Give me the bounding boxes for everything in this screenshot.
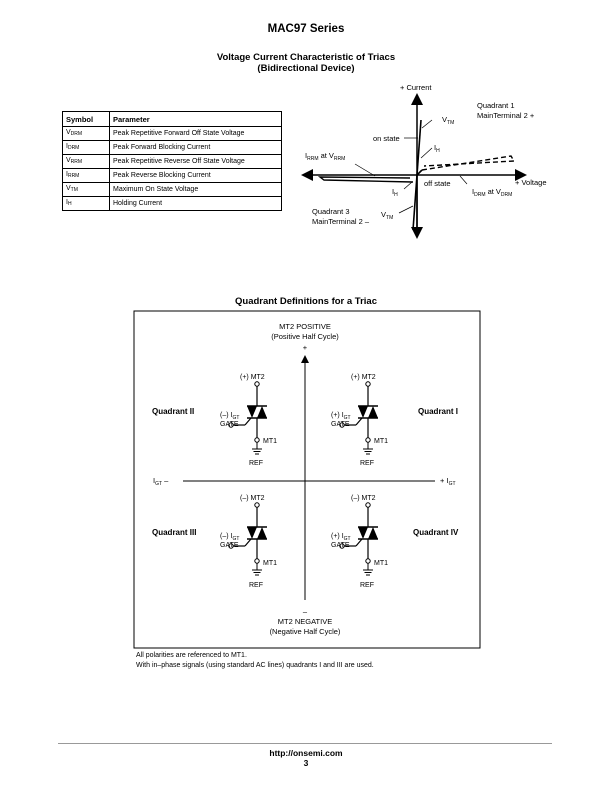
mt2-negative-sub: (Negative Half Cycle) [270, 627, 341, 636]
current-axis-label: + Current [400, 83, 432, 92]
igt-plus-label: + IGT [440, 476, 456, 487]
quadrant-frame [133, 310, 481, 649]
mt2-label: (–) MT2 [351, 495, 376, 502]
quadrant-3: Quadrant III (–) MT2 (–) IGT GATE MT1 RE… [152, 495, 277, 589]
gate-label: GATE [331, 542, 350, 549]
footer-url: http://onsemi.com [269, 748, 343, 758]
voltage-axis-label: + Voltage [515, 178, 547, 187]
igt-label: (+) IGT [331, 412, 351, 421]
irrm-label: IRRM at VRRM [305, 151, 345, 162]
quadrant-1-label: Quadrant I [418, 407, 458, 416]
gate-label: GATE [220, 542, 239, 549]
mt2-positive-sub: (Positive Half Cycle) [271, 332, 339, 341]
off-state-label: off state [424, 179, 451, 188]
ih-q1-label: IH [434, 143, 440, 154]
ref-label: REF [249, 582, 263, 589]
mt2-positive-label: MT2 POSITIVE [279, 322, 331, 331]
quadrant-1: Quadrant I (+) MT2 (+) IGT GATE MT1 REF [331, 374, 458, 467]
vtm-q3-label: VTM [381, 210, 393, 221]
igt-minus-label: IGT – [153, 476, 169, 487]
quadrant1-label: Quadrant 1 [477, 101, 515, 110]
quadrant-4-label: Quadrant IV [413, 528, 459, 537]
igt-label: (–) IGT [220, 533, 239, 542]
idrm-label: IDRM at VDRM [472, 187, 512, 198]
plus-label: + [303, 343, 308, 352]
mt2-label: (–) MT2 [240, 495, 265, 502]
mt2-label: (+) MT2 [240, 374, 265, 381]
gate-label: GATE [220, 421, 239, 428]
quadrant-definitions-diagram: MT2 POSITIVE (Positive Half Cycle) + – M… [133, 310, 481, 649]
mt2-label: (+) MT2 [351, 374, 376, 381]
quadrant-2: Quadrant II (+) MT2 (–) IGT GATE MT1 REF [152, 374, 277, 467]
mt1-label: MT1 [263, 438, 277, 445]
minus-label: – [303, 607, 308, 616]
on-state-label: on state [373, 134, 400, 143]
mt1-label: MT1 [263, 560, 277, 567]
footer-divider [58, 743, 552, 744]
igt-label: (–) IGT [220, 412, 239, 421]
mt1-label: MT1 [374, 560, 388, 567]
quadrant-4: Quadrant IV (–) MT2 (+) IGT GATE MT1 REF [331, 495, 459, 589]
igt-label: (+) IGT [331, 533, 351, 542]
polarity-note: All polarities are referenced to MT1. [136, 652, 247, 659]
ref-label: REF [249, 460, 263, 467]
vi-characteristic-diagram: + Current + Voltage Quadrant 1 MainTermi… [301, 83, 547, 239]
quadrant-2-label: Quadrant II [152, 407, 194, 416]
ref-label: REF [360, 460, 374, 467]
ref-label: REF [360, 582, 374, 589]
document-title: MAC97 Series [267, 23, 345, 35]
quadrant1-mt2-label: MainTerminal 2 + [477, 111, 535, 120]
quadrant-section-title: Quadrant Definitions for a Triac [235, 296, 377, 307]
quadrant-3-label: Quadrant III [152, 528, 196, 537]
ih-q3-label: IH [392, 187, 398, 198]
gate-label: GATE [331, 421, 350, 428]
page-number: 3 [303, 758, 309, 768]
vi-section-title: Voltage Current Characteristic of Triacs… [216, 52, 396, 74]
mt2-negative-label: MT2 NEGATIVE [278, 617, 332, 626]
q3-on-state-curve [412, 174, 418, 231]
in-phase-note: With in–phase signals (using standard AC… [136, 662, 374, 669]
vtm-q1-label: VTM [442, 115, 454, 126]
q3-off-state-curve [317, 176, 414, 183]
mt1-label: MT1 [374, 438, 388, 445]
q1-on-state-curve [416, 119, 422, 176]
quadrant3-label: Quadrant 3 [312, 207, 350, 216]
quadrant3-mt2-label: MainTerminal 2 – [312, 217, 370, 226]
q1-off-state-curve [421, 155, 516, 171]
